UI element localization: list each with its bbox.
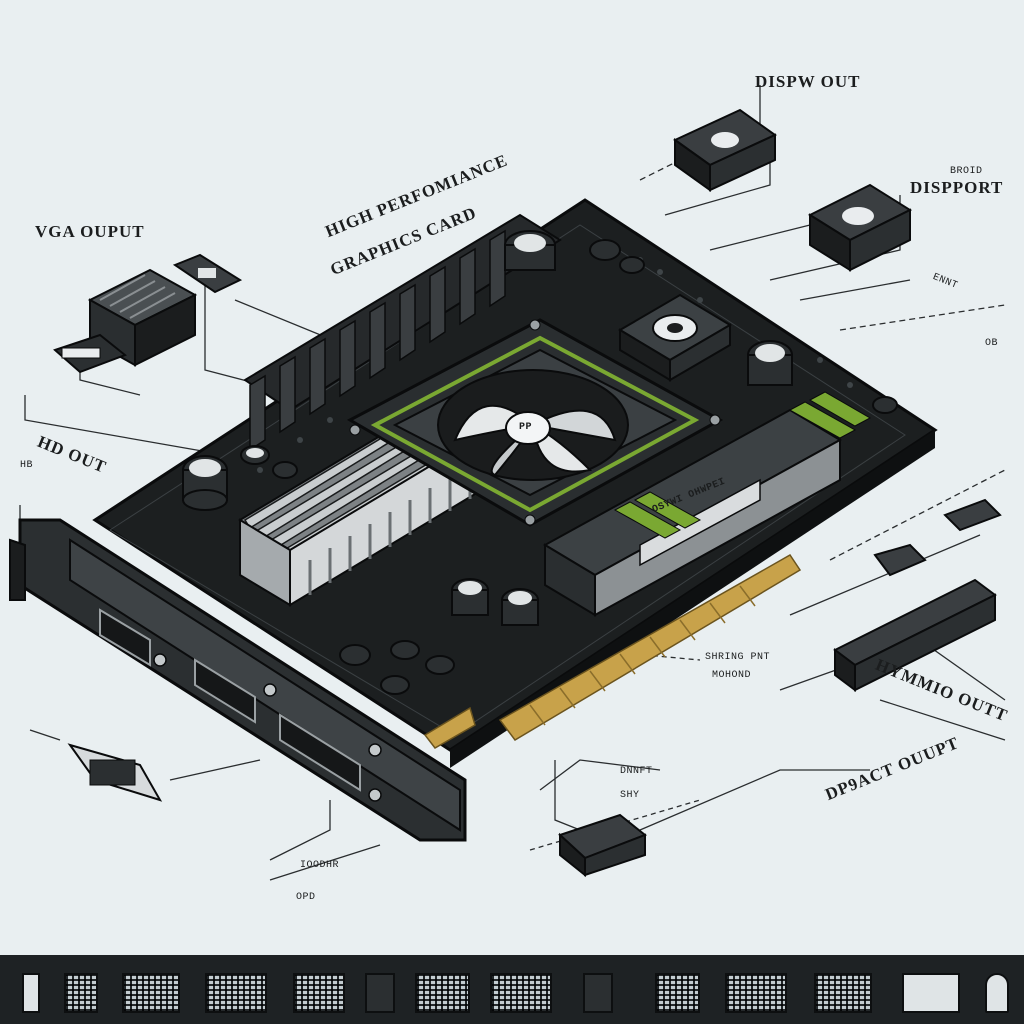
dp-plug-icon	[558, 813, 647, 878]
label-display-out: DISPW OUT	[755, 72, 861, 91]
port-icon	[583, 973, 613, 1013]
memory-module	[542, 391, 872, 617]
grid-icon	[725, 973, 787, 1013]
label-displayport-sub: BROID	[950, 166, 983, 177]
grid-icon	[490, 973, 552, 1013]
label-small-left-bottom-1: IOODHR	[300, 860, 340, 871]
grid-icon	[293, 973, 345, 1013]
displayport-connector-icon	[807, 183, 913, 272]
label-hd-out-sub: HB	[20, 460, 34, 471]
small-adapter-icon	[873, 498, 1002, 577]
label-small-right-3: MOHOND	[712, 670, 752, 681]
grid-icon	[655, 973, 700, 1013]
label-vga-output: VGA OUPUT	[35, 222, 145, 241]
grid-icon	[122, 973, 180, 1013]
label-small-left-bottom-2: OPD	[296, 892, 316, 903]
small-plug-icon	[172, 253, 243, 294]
dvi-plug-icon	[67, 743, 163, 802]
graphics-card-diagram	[9, 85, 1006, 881]
grid-icon	[415, 973, 470, 1013]
vga-connector-icon	[87, 268, 198, 367]
label-displayport: DISPPORT	[910, 178, 1004, 197]
vrm-chip	[618, 293, 732, 382]
pcie-gold-contacts	[423, 554, 802, 749]
grid-icon	[205, 973, 267, 1013]
cooling-fan-icon	[437, 369, 629, 481]
display-icon	[902, 973, 960, 1013]
label-small-edge: OB	[985, 338, 999, 349]
hdmi-plug-icon	[53, 333, 127, 374]
display-out-connector-icon	[673, 108, 777, 192]
io-bracket	[9, 518, 467, 842]
capacitor-tops	[189, 234, 785, 605]
chip-icon	[365, 973, 395, 1013]
memory-icon	[64, 973, 98, 1013]
connector-icon	[22, 973, 40, 1013]
fan-hub-label: PP	[519, 422, 533, 433]
hdmi-cable-icon	[833, 578, 997, 692]
grid-icon	[814, 973, 872, 1013]
label-small-bottom-1: DNNFT	[620, 766, 653, 777]
rear-heatsink	[243, 213, 562, 452]
fan-icon	[985, 973, 1009, 1013]
label-small-bottom-2: SHY	[620, 790, 640, 801]
label-small-right-2: SHRING PNT	[705, 652, 771, 663]
